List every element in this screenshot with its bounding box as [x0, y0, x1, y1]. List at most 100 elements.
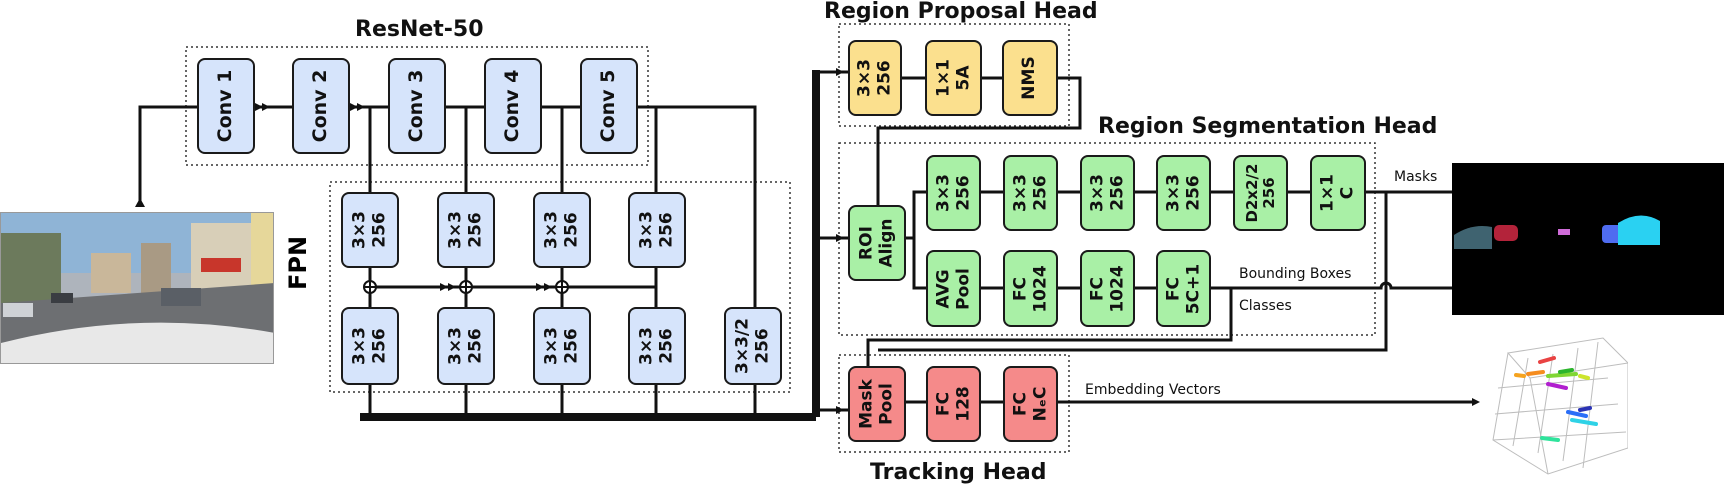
mask-4-line2: 256 [1182, 175, 1203, 211]
fpn-title: FPN [284, 235, 312, 290]
fpn-bottom-4-line2: 256 [656, 328, 676, 364]
embedding-3d-plot [1468, 328, 1628, 478]
fpn-top-4-line2: 256 [656, 212, 676, 248]
fpn-bottom-3-line2: 256 [561, 328, 581, 364]
conv3-block: Conv 3 [388, 58, 446, 154]
rpn-2-line1: 1×1 [932, 59, 953, 97]
mask-4-line1: 3×3 [1162, 174, 1183, 212]
fpn-bottom-4-line1: 3×3 [636, 327, 657, 365]
rpn-1-line1: 3×3 [854, 59, 875, 97]
fpn-bottom-3-line1: 3×3 [541, 327, 562, 365]
fpn-top-3-line2: 256 [561, 212, 581, 248]
fc1-line1: FC [1009, 276, 1030, 301]
fpn-top-1-line1: 3×3 [349, 211, 370, 249]
nms-label: NMS [1019, 56, 1040, 100]
rpn-2-line2: 5A [952, 65, 973, 91]
fc128-line1: FC [932, 391, 953, 417]
fpn-bottom-5-line2: 256 [752, 328, 772, 364]
fpn-top-1-line2: 256 [369, 212, 389, 248]
mask-2-line2: 256 [1029, 175, 1050, 211]
sum-nodes [363, 280, 569, 294]
avg-line2: Pool [952, 267, 973, 310]
conv1-block: Conv 1 [197, 58, 255, 154]
mask-pool-line1: Mask [856, 379, 877, 429]
conv1-label: Conv 1 [214, 69, 237, 143]
input-street-image [0, 212, 274, 364]
deconv-line2: 256 [1259, 177, 1278, 209]
mask-1-line2: 256 [952, 175, 973, 211]
fpn-bottom-2-line1: 3×3 [445, 327, 466, 365]
resnet-title: ResNet-50 [355, 17, 484, 42]
fpn-top-4-line1: 3×3 [636, 211, 657, 249]
deconv-line1: D2x2/2 [1242, 163, 1261, 223]
mask-3-line1: 3×3 [1086, 174, 1107, 212]
mask-pool-line2: Pool [876, 383, 896, 425]
mask-1-line1: 3×3 [932, 174, 953, 212]
fc128-line2: 128 [952, 386, 973, 422]
fc3-line1: FC [1162, 276, 1183, 301]
roi-line1: ROI [856, 226, 877, 260]
classes-label: Classes [1239, 298, 1292, 314]
nms-block: NMS [1002, 40, 1058, 116]
mask-2-line1: 3×3 [1009, 174, 1030, 212]
fpn-bottom-1-line1: 3×3 [349, 327, 370, 365]
fc1-line2: 1024 [1029, 264, 1050, 313]
fpn-bottom-5-line1: 3×3/2 [732, 318, 753, 374]
conv3-label: Conv 3 [405, 69, 428, 143]
fc3-line2: 5C+1 [1182, 263, 1203, 314]
fc2-line2: 1024 [1106, 264, 1127, 313]
conv4-label: Conv 4 [501, 69, 524, 143]
mask-out-line2: C [1337, 186, 1357, 200]
mask-out-line1: 1×1 [1317, 174, 1338, 212]
conv2-block: Conv 2 [292, 58, 350, 154]
arrowheads [135, 68, 1480, 414]
fc2-line1: FC [1086, 276, 1107, 301]
conv4-block: Conv 4 [484, 58, 542, 154]
fpn-top-3-line1: 3×3 [541, 211, 562, 249]
bounding-boxes-label: Bounding Boxes [1239, 266, 1352, 282]
seg-title: Region Segmentation Head [1098, 114, 1438, 139]
conv2-label: Conv 2 [309, 69, 332, 143]
main-connections [138, 76, 1474, 415]
fpn-bottom-1-line2: 256 [369, 328, 389, 364]
conv5-block: Conv 5 [580, 58, 638, 154]
fc-emb-line2: NₑC [1029, 386, 1050, 422]
embedding-vectors-label: Embedding Vectors [1085, 382, 1221, 398]
roi-line2: Align [876, 218, 896, 268]
mask-3-line2: 256 [1106, 175, 1127, 211]
fpn-bottom-2-line2: 256 [465, 328, 485, 364]
output-masks-image [1452, 163, 1724, 315]
rpn-title: Region Proposal Head [824, 0, 1098, 24]
avg-line1: AVG [932, 268, 953, 309]
rpn-1-line2: 256 [874, 60, 894, 96]
fc-emb-line1: FC [1009, 391, 1030, 417]
track-title: Tracking Head [870, 460, 1047, 484]
conv5-label: Conv 5 [597, 69, 620, 143]
